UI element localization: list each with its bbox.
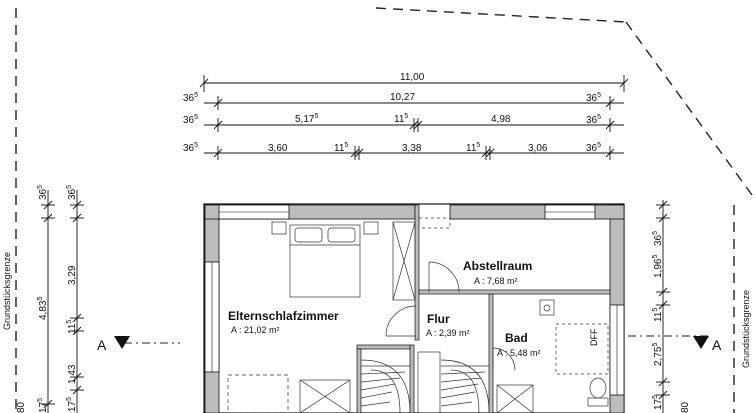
dim-row4-d: 115 — [466, 142, 480, 154]
dim-row2-left: 365 — [183, 92, 198, 104]
dim-left-inner-c: 115 — [66, 320, 78, 334]
room-area-flur: A : 2,39 m² — [426, 328, 470, 338]
dim-right-a: 365 — [652, 231, 664, 246]
dim-left-inner-a: 365 — [66, 185, 78, 200]
room-area-elternschlafzimmer: A : 21,02 m² — [231, 325, 280, 335]
dim-row3-a: 5,175 — [295, 113, 318, 125]
dim-row4-e: 3,06 — [528, 143, 548, 154]
dim-row4-left: 365 — [183, 142, 198, 154]
dim-left-outer-middle: 4,835 — [37, 297, 49, 320]
dim-row2-right: 365 — [586, 92, 601, 104]
left-dimension-chains — [41, 190, 84, 413]
plot-boundary-label-left: Grundstücksgrenze — [2, 252, 12, 330]
dim-total-width: 11,00 — [400, 72, 425, 83]
room-area-bad: A : 5,48 m² — [497, 348, 541, 358]
dim-left-outer-bottom: 80 — [16, 401, 27, 413]
dim-row3-right: 365 — [586, 114, 601, 126]
section-line-right: A — [628, 335, 722, 353]
dim-right-e: 175 — [652, 395, 664, 410]
building-walls — [203, 203, 625, 413]
furniture — [227, 217, 609, 413]
dim-right-d: 2,755 — [652, 343, 664, 366]
dim-left-outer-top: 365 — [37, 185, 49, 200]
room-name-elternschlafzimmer: Elternschlafzimmer — [228, 309, 339, 323]
room-area-abstellraum: A : 7,68 m² — [474, 276, 518, 286]
section-arrow-right-icon — [693, 336, 709, 349]
dim-row2-middle: 10,27 — [390, 92, 415, 103]
dim-right-b: 1,965 — [652, 255, 664, 278]
dim-row4-a: 3,60 — [268, 143, 288, 154]
section-arrow-left-icon — [114, 336, 130, 349]
dim-right-c: 115 — [652, 308, 664, 322]
dim-right-outer-bottom: 80 — [680, 401, 691, 413]
top-dimension-chains — [199, 75, 629, 160]
dim-left-inner-e: 175 — [66, 397, 78, 412]
dim-row3-c: 4,98 — [491, 114, 511, 125]
section-label-left: A — [97, 337, 107, 353]
dim-row3-b: 115 — [394, 113, 408, 125]
dim-row4-right: 365 — [586, 142, 601, 154]
plot-boundary-label-right: Grundstücksgrenze — [741, 290, 751, 368]
room-name-flur: Flur — [427, 312, 450, 326]
double-bed — [289, 224, 361, 298]
right-dimension-chain — [656, 200, 670, 413]
dim-row3-left: 365 — [183, 114, 198, 126]
section-line-left: A — [97, 336, 180, 353]
dim-left-inner-d: 1,43 — [67, 364, 78, 384]
dim-row4-b: 115 — [334, 142, 348, 154]
bad-fixture-label: DFF — [589, 328, 599, 346]
room-name-abstellraum: Abstellraum — [463, 259, 532, 273]
section-label-right: A — [712, 337, 722, 353]
dim-left-far-bottom: 175 — [37, 398, 49, 413]
wardrobe — [392, 221, 416, 301]
room-name-bad: Bad — [505, 331, 528, 345]
dim-row4-c: 3,38 — [402, 143, 422, 154]
plot-boundary — [15, 7, 753, 413]
staircase — [360, 351, 490, 413]
dim-left-inner-b: 3,29 — [67, 265, 78, 285]
